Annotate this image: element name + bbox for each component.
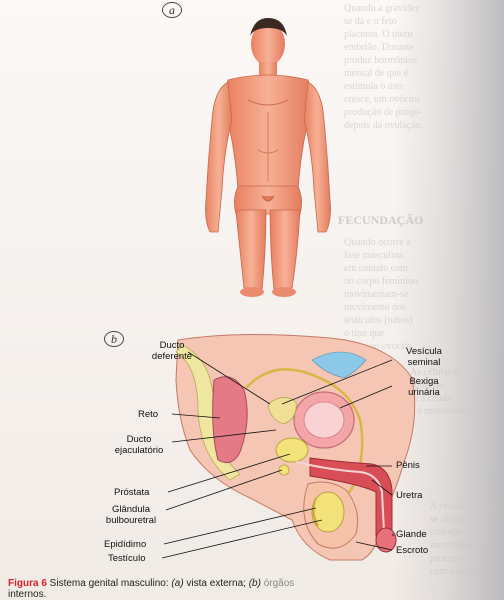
right-leg xyxy=(270,210,300,290)
caption-part-a: (a) xyxy=(171,578,183,589)
caption-text-4: internos. xyxy=(8,589,46,600)
neck xyxy=(259,62,277,76)
label-prostata: Próstata xyxy=(114,487,149,498)
label-penis: Pênis xyxy=(396,460,420,471)
label-glande: Glande xyxy=(396,529,427,540)
label-ducto-deferente: Ducto deferente xyxy=(140,340,204,362)
caption-text-1: Sistema genital masculino: xyxy=(47,578,172,589)
label-vesicula-seminal: Vesícula seminal xyxy=(392,346,456,368)
right-arm xyxy=(304,82,331,232)
caption-text-2: vista externa; xyxy=(184,578,249,589)
label-glandula-bulbouretral: Glândula bulbouretral xyxy=(96,504,166,526)
testis xyxy=(312,492,344,532)
label-epididimo: Epidídimo xyxy=(104,539,146,550)
caption-part-b: (b) xyxy=(249,578,261,589)
label-ducto-ejaculatorio: Ducto ejaculatório xyxy=(106,434,172,456)
label-escroto: Escroto xyxy=(396,545,428,556)
left-leg xyxy=(236,210,266,290)
label-reto: Reto xyxy=(138,409,158,420)
figure-caption: Figura 6 Sistema genital masculino: (a) … xyxy=(8,578,498,600)
label-testiculo: Testículo xyxy=(108,553,146,564)
left-foot xyxy=(240,287,264,297)
left-arm xyxy=(206,82,233,232)
label-uretra: Uretra xyxy=(396,490,422,501)
internal-organs-diagram xyxy=(162,334,415,560)
right-foot xyxy=(272,287,296,297)
caption-text-3: órgãos xyxy=(261,578,294,589)
caption-figure-label: Figura 6 xyxy=(8,578,47,589)
label-bexiga-urinaria: Bexiga urinária xyxy=(392,376,456,398)
prostate xyxy=(276,438,308,462)
bulbourethral-gland xyxy=(279,465,289,475)
